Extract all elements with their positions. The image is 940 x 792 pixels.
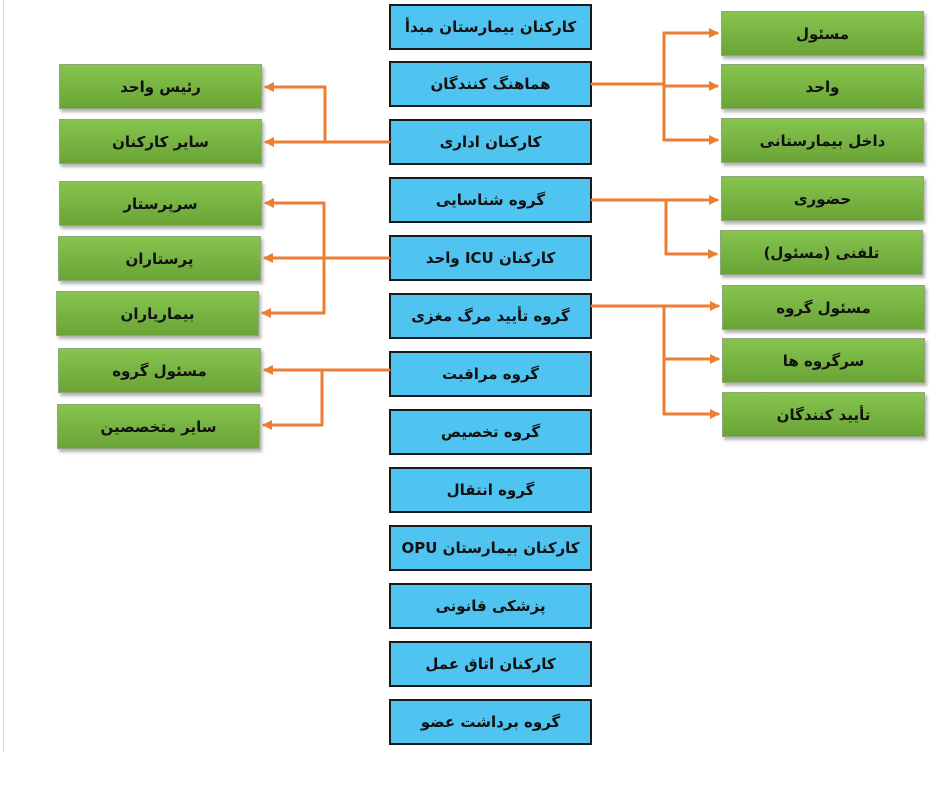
node-other-staff: سایر کارکنان xyxy=(59,119,262,164)
connector-brain-death xyxy=(590,301,720,419)
connector-icu xyxy=(261,198,391,318)
node-unit-head: رئیس واحد xyxy=(59,64,262,109)
connector-care xyxy=(262,365,391,430)
node-other-specialists: سایر متخصصین xyxy=(57,404,260,449)
node-team-leaders: سرگروه ها xyxy=(722,338,925,383)
connector-administrative xyxy=(264,82,391,147)
node-brain-death-confirmation-group: گروه تأیید مرگ مغزی xyxy=(389,293,592,339)
node-administrative-staff: کارکنان اداری xyxy=(389,119,592,165)
node-origin-hospital-staff: کارکنان بیمارستان مبدأ xyxy=(389,4,592,50)
connector-coordinators xyxy=(590,28,719,145)
node-icu-unit-staff: کارکنان ICU واحد xyxy=(389,235,592,281)
node-phone-responsible: تلفنی (مسئول) xyxy=(720,230,923,275)
node-unit: واحد xyxy=(721,64,924,109)
node-left-group-leader: مسئول گروه xyxy=(58,348,261,393)
node-organ-harvest-group: گروه برداشت عضو xyxy=(389,699,592,745)
node-opu-hospital-staff: کارکنان بیمارستان OPU xyxy=(389,525,592,571)
node-coordinators: هماهنگ کنندگان xyxy=(389,61,592,107)
node-forensic-medicine: پزشکی قانونی xyxy=(389,583,592,629)
node-in-hospital: داخل بیمارستانی xyxy=(721,118,924,163)
node-transfer-group: گروه انتقال xyxy=(389,467,592,513)
node-nurse-aides: بیماریاران xyxy=(56,291,259,336)
node-responsible: مسئول xyxy=(721,11,924,56)
node-care-group: گروه مراقبت xyxy=(389,351,592,397)
page-edge-line xyxy=(3,0,4,752)
connector-identification xyxy=(590,195,719,259)
node-right-group-leader: مسئول گروه xyxy=(722,285,925,330)
node-allocation-group: گروه تخصیص xyxy=(389,409,592,455)
node-operating-room-staff: کارکنان اتاق عمل xyxy=(389,641,592,687)
node-head-nurse: سرپرستار xyxy=(59,181,262,226)
node-in-person: حضوری xyxy=(721,176,924,221)
node-confirmers: تأیید کنندگان xyxy=(722,392,925,437)
node-nurses: پرستاران xyxy=(58,236,261,281)
